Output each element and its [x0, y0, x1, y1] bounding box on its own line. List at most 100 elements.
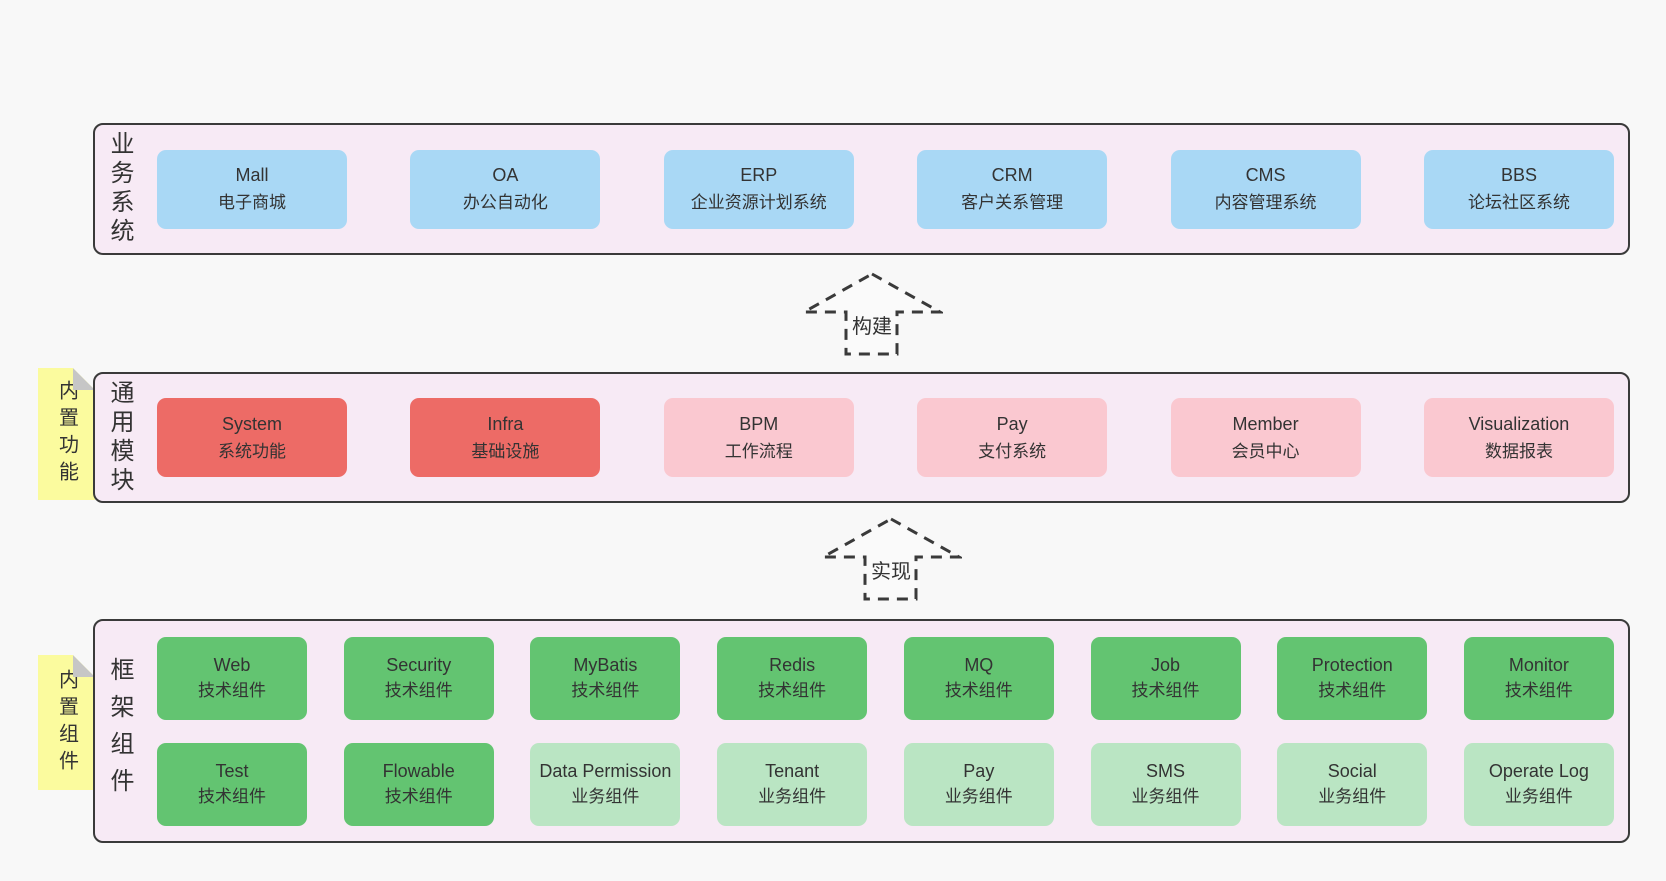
- box-protection: Protection 技术组件: [1277, 636, 1428, 720]
- box-subtitle: 企业资源计划系统: [690, 193, 827, 212]
- business-components-row: Test 技术组件 Flowable 技术组件 Data Permission …: [157, 742, 1614, 826]
- builtin-components-note: 内置组件: [38, 655, 95, 790]
- business-systems-panel: 业务系统 Mall 电子商城 OA 办公自动化 ERP 企业资源计划系统 CRM…: [93, 123, 1630, 255]
- box-subtitle: 技术组件: [384, 681, 453, 700]
- box-title: BBS: [1500, 165, 1537, 185]
- box-title: Pay: [996, 413, 1028, 434]
- box-subtitle: 技术组件: [758, 681, 827, 700]
- box-web: Web 技术组件: [157, 636, 307, 720]
- box-subtitle: 工作流程: [724, 441, 793, 461]
- box-title: Pay: [963, 761, 995, 781]
- box-pay-component: Pay 业务组件: [903, 742, 1054, 826]
- implement-arrow: 实现: [820, 516, 962, 602]
- box-title: Mall: [235, 165, 269, 185]
- box-title: Job: [1151, 655, 1181, 675]
- builtin-functions-note: 内置功能: [38, 368, 95, 500]
- box-title: MQ: [964, 655, 994, 675]
- box-title: SMS: [1146, 761, 1186, 781]
- builtin-functions-note-label: 内置功能: [55, 380, 78, 488]
- box-flowable: Flowable 技术组件: [343, 742, 494, 826]
- box-subtitle: 客户关系管理: [961, 193, 1064, 212]
- box-crm: CRM 客户关系管理: [917, 149, 1108, 229]
- box-subtitle: 技术组件: [384, 787, 453, 806]
- box-subtitle: 内容管理系统: [1214, 193, 1317, 212]
- box-data-permission: Data Permission 业务组件: [530, 742, 681, 826]
- framework-components-rows: Web 技术组件 Security 技术组件 MyBatis 技术组件 Redi…: [143, 621, 1628, 841]
- box-bbs: BBS 论坛社区系统: [1423, 149, 1614, 229]
- box-subtitle: 基础设施: [471, 441, 540, 461]
- box-title: Test: [215, 761, 249, 781]
- box-title: Social: [1327, 761, 1377, 781]
- box-mybatis: MyBatis 技术组件: [530, 636, 681, 720]
- box-sms: SMS 业务组件: [1090, 742, 1241, 826]
- box-erp: ERP 企业资源计划系统: [663, 149, 854, 229]
- box-subtitle: 会员中心: [1231, 441, 1300, 461]
- box-operate-log: Operate Log 业务组件: [1463, 742, 1614, 826]
- box-title: Tenant: [765, 761, 820, 781]
- box-oa: OA 办公自动化: [410, 149, 601, 229]
- technical-components-row: Web 技术组件 Security 技术组件 MyBatis 技术组件 Redi…: [157, 636, 1614, 720]
- box-title: ERP: [740, 165, 778, 185]
- box-title: Security: [386, 655, 452, 675]
- box-subtitle: 办公自动化: [462, 193, 548, 212]
- box-test: Test 技术组件: [157, 742, 307, 826]
- box-title: Member: [1232, 413, 1299, 434]
- box-title: Visualization: [1468, 413, 1570, 434]
- box-subtitle: 技术组件: [1131, 681, 1200, 700]
- box-bpm: BPM 工作流程: [663, 398, 854, 477]
- box-job: Job 技术组件: [1090, 636, 1241, 720]
- box-title: System: [221, 413, 282, 434]
- box-mq: MQ 技术组件: [903, 636, 1054, 720]
- implement-arrow-label: 实现: [868, 555, 914, 584]
- box-subtitle: 论坛社区系统: [1467, 193, 1570, 212]
- box-title: Monitor: [1508, 655, 1569, 675]
- box-monitor: Monitor 技术组件: [1463, 636, 1614, 720]
- box-title: Web: [213, 655, 251, 675]
- common-modules-panel-label: 通用模块: [106, 379, 133, 496]
- box-member: Member 会员中心: [1170, 398, 1361, 477]
- box-subtitle: 技术组件: [1504, 681, 1573, 700]
- box-subtitle: 技术组件: [198, 787, 266, 806]
- box-title: OA: [492, 165, 519, 185]
- box-tenant: Tenant 业务组件: [717, 742, 868, 826]
- box-title: MyBatis: [573, 655, 638, 675]
- box-subtitle: 业务组件: [758, 787, 827, 806]
- business-systems-boxes: Mall 电子商城 OA 办公自动化 ERP 企业资源计划系统 CRM 客户关系…: [143, 125, 1628, 253]
- box-subtitle: 技术组件: [571, 681, 640, 700]
- box-title: Protection: [1311, 655, 1393, 675]
- box-subtitle: 技术组件: [1318, 681, 1387, 700]
- box-subtitle: 业务组件: [1318, 787, 1387, 806]
- box-system: System 系统功能: [157, 398, 347, 477]
- box-infra: Infra 基础设施: [410, 398, 601, 477]
- box-title: CRM: [991, 165, 1033, 185]
- box-redis: Redis 技术组件: [717, 636, 868, 720]
- box-mall: Mall 电子商城: [157, 149, 347, 229]
- box-subtitle: 业务组件: [1131, 787, 1200, 806]
- box-visualization: Visualization 数据报表: [1423, 398, 1614, 477]
- box-subtitle: 技术组件: [198, 681, 266, 700]
- box-pay-module: Pay 支付系统: [917, 398, 1108, 477]
- common-modules-panel: 通用模块 System 系统功能 Infra 基础设施 BPM 工作流程 Pay…: [93, 372, 1630, 503]
- build-arrow: 构建: [801, 271, 943, 357]
- box-subtitle: 技术组件: [944, 681, 1013, 700]
- box-title: Infra: [487, 413, 524, 434]
- box-subtitle: 业务组件: [571, 787, 640, 806]
- box-title: BPM: [739, 413, 779, 434]
- framework-components-panel-label: 框架组件: [106, 657, 133, 805]
- box-subtitle: 系统功能: [218, 441, 286, 461]
- common-modules-boxes: System 系统功能 Infra 基础设施 BPM 工作流程 Pay 支付系统…: [143, 374, 1628, 501]
- box-subtitle: 业务组件: [1504, 787, 1573, 806]
- box-subtitle: 电子商城: [218, 193, 286, 212]
- box-cms: CMS 内容管理系统: [1170, 149, 1361, 229]
- business-systems-panel-label: 业务系统: [106, 131, 133, 247]
- box-title: CMS: [1245, 165, 1286, 185]
- box-subtitle: 支付系统: [978, 441, 1047, 461]
- box-security: Security 技术组件: [343, 636, 494, 720]
- builtin-components-note-label: 内置组件: [55, 668, 78, 777]
- box-subtitle: 数据报表: [1484, 441, 1553, 461]
- build-arrow-label: 构建: [849, 310, 895, 339]
- box-subtitle: 业务组件: [944, 787, 1013, 806]
- box-title: Redis: [769, 655, 816, 675]
- box-social: Social 业务组件: [1277, 742, 1428, 826]
